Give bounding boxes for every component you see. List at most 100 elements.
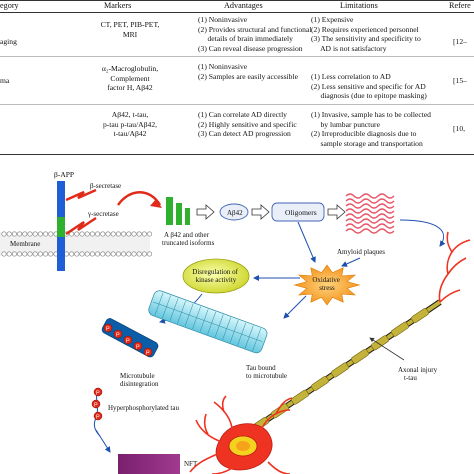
abeta-isoforms-label: A β42 and other truncated isoforms bbox=[162, 231, 215, 247]
row2-advantage-line: (1) Noninvasive bbox=[198, 62, 248, 71]
row1-advantages: (1) Noninvasive (2) Provides structural … bbox=[198, 15, 311, 53]
header-rule bbox=[0, 12, 474, 13]
arrow bbox=[297, 221, 316, 263]
amyloid-plaques-label: Amyloid plaques bbox=[337, 248, 385, 256]
row3-advantage-line: (2) Highly sensitive and specific bbox=[198, 119, 297, 129]
arrow bbox=[399, 219, 446, 247]
row2-category: ma bbox=[0, 76, 10, 85]
svg-text:P: P bbox=[106, 326, 110, 332]
row1-marker-line: MRI bbox=[122, 29, 138, 39]
abeta42-label: Aβ42 bbox=[227, 209, 243, 217]
row1-limitation-line: AD is not satisfactory bbox=[311, 43, 387, 53]
row1-category: aging bbox=[0, 37, 17, 46]
tau-bound-label: Tau bound to microtubule bbox=[246, 364, 287, 380]
microtubule-disintegration-label: Microtubule disintegration bbox=[120, 372, 159, 388]
row1-advantage-line: details of brain immediately bbox=[198, 34, 293, 44]
svg-text:P: P bbox=[146, 350, 150, 356]
oxidative-stress-label: Oxidative stress bbox=[312, 276, 341, 292]
abeta-isoforms-icon bbox=[166, 197, 190, 225]
table-top-rule bbox=[0, 0, 474, 1]
flow-arrow-icon bbox=[251, 204, 270, 220]
hyperphosphorylated-tau-label: Hyperphosphorylated tau bbox=[108, 404, 179, 412]
row1-limitation-line: (2) Requires experienced personnel bbox=[311, 24, 419, 34]
row3-marker-line: p-tau p-tau/Aβ42, bbox=[102, 119, 158, 129]
flow-arrow-icon bbox=[196, 204, 215, 220]
row1-advantage-line: (1) Noninvasive bbox=[198, 15, 248, 24]
row3-limitation-line: by lumbar puncture bbox=[311, 119, 380, 129]
svg-text:P: P bbox=[94, 402, 98, 408]
row2-marker-line: Complement bbox=[110, 73, 150, 83]
row3-advantage-line: (3) Can detect AD progression bbox=[198, 129, 291, 139]
row2-advantage-line: (2) Samples are easily accessible bbox=[198, 71, 298, 81]
row1-advantage-line: (2) Provides structural and functional bbox=[198, 24, 312, 34]
oxidative-stress-burst bbox=[293, 264, 361, 306]
amyloid-plaques-icon bbox=[345, 193, 395, 234]
oligomers-box bbox=[271, 202, 325, 222]
svg-text:P: P bbox=[96, 414, 100, 420]
row1-limitation-line: (3) The sensitivity and specificity to bbox=[311, 34, 421, 44]
flow-arrow-icon bbox=[327, 204, 346, 220]
row3-advantages: (1) Can correlate AD directly (2) Highly… bbox=[198, 110, 297, 139]
row1-advantage-line: (3) Can reveal disease progression bbox=[198, 43, 303, 53]
row3-limitation-line: (1) Invasive, sample has to be collected bbox=[311, 110, 431, 119]
row-rule bbox=[0, 104, 474, 105]
header-markers: Markers bbox=[104, 1, 132, 10]
neuron-icon bbox=[189, 231, 471, 474]
nft-icon bbox=[118, 454, 180, 474]
row3-marker-line: Aβ42, t-tau, bbox=[111, 110, 149, 119]
beta-secretase-icon bbox=[65, 188, 97, 202]
comparison-table: egory Markers Advantages Limitations Ref… bbox=[0, 0, 474, 155]
row2-markers: α₂-Macroglobulin, Complement factor H, A… bbox=[70, 64, 190, 93]
header-limitations: Limitations bbox=[340, 1, 378, 10]
membrane-label: Membrane bbox=[10, 240, 40, 248]
gamma-secretase-icon bbox=[65, 217, 97, 235]
kinase-ellipse bbox=[182, 258, 250, 294]
header-references: Refere bbox=[449, 1, 471, 10]
axonal-injury-label: Axonal injury t-tau bbox=[398, 366, 439, 382]
row1-marker-line: CT, PET, PIB-PET, bbox=[100, 20, 160, 29]
beta-secretase-label: β-secretase bbox=[90, 182, 121, 190]
row2-marker-line: α₂-Macroglobulin, bbox=[101, 64, 159, 73]
svg-text:P: P bbox=[126, 338, 130, 344]
hyperphosphorylated-tau-chain: PPP bbox=[91, 387, 103, 437]
oligomers-label: Oligomers bbox=[285, 208, 317, 217]
header-advantages: Advantages bbox=[224, 1, 263, 10]
kinase-label: Disregulation of kinase activity bbox=[192, 268, 239, 284]
row3-limitations: (1) Invasive, sample has to be collected… bbox=[311, 110, 431, 148]
membrane bbox=[0, 231, 153, 257]
app-label: β-APP bbox=[54, 170, 74, 179]
table-bottom-rule bbox=[0, 154, 474, 155]
row2-limitations: (1) Less correlation to AD (2) Less sens… bbox=[311, 72, 427, 101]
row2-references: [15– bbox=[453, 76, 467, 85]
row3-references: [10, bbox=[453, 124, 466, 133]
svg-text:P: P bbox=[96, 390, 100, 396]
row-rule bbox=[0, 56, 474, 57]
row3-limitation-line: (2) Irreproducible diagnosis due to bbox=[311, 129, 417, 139]
app-protein bbox=[57, 181, 65, 271]
row1-markers: CT, PET, PIB-PET, MRI bbox=[70, 20, 190, 39]
gamma-secretase-label: γ-secretase bbox=[87, 210, 119, 218]
row2-marker-line: factor H, Aβ42 bbox=[107, 83, 153, 93]
row3-markers: Aβ42, t-tau, p-tau p-tau/Aβ42, t-tau/Aβ4… bbox=[70, 110, 190, 139]
row1-limitations: (1) Expensive (2) Requires experienced p… bbox=[311, 15, 421, 53]
cleavage-arrowhead bbox=[150, 199, 162, 208]
arrow bbox=[369, 337, 405, 361]
header-category: egory bbox=[0, 1, 19, 10]
arrow bbox=[283, 295, 307, 319]
row3-advantage-line: (1) Can correlate AD directly bbox=[198, 110, 287, 119]
row2-limitation-line: (2) Less sensitive and specific for AD bbox=[311, 81, 426, 91]
row2-limitation-line: diagnosis (due to epitope masking) bbox=[311, 91, 427, 101]
row3-limitation-line: sample storage and transportation bbox=[311, 138, 423, 148]
row1-references: [12– bbox=[453, 37, 467, 46]
abeta42-oval bbox=[219, 203, 249, 221]
svg-text:P: P bbox=[116, 332, 120, 338]
svg-text:P: P bbox=[136, 344, 140, 350]
pathway-figure: Membrane β-APP β-secretase γ-secretase A… bbox=[0, 170, 471, 474]
row3-marker-line: t-tau/Aβ42 bbox=[113, 129, 147, 139]
row1-limitation-line: (1) Expensive bbox=[311, 15, 354, 24]
row2-limitation-line: (1) Less correlation to AD bbox=[311, 72, 391, 81]
microtubule-icon bbox=[148, 290, 268, 354]
arrow bbox=[341, 257, 361, 267]
arrow bbox=[95, 429, 111, 453]
